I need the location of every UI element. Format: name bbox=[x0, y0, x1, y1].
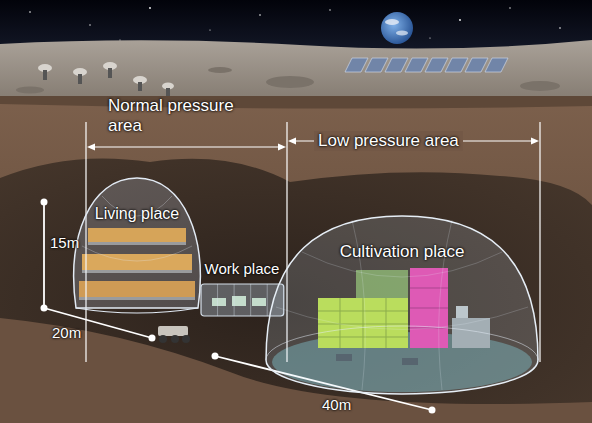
node-label: Living place bbox=[95, 204, 180, 223]
underground-cavern bbox=[0, 158, 592, 423]
dome-ribs bbox=[276, 220, 528, 390]
node-outline bbox=[72, 176, 202, 312]
dome-ribs bbox=[82, 196, 192, 261]
dome-base bbox=[76, 308, 198, 313]
dimension-label: 20m bbox=[52, 324, 81, 342]
rover bbox=[158, 326, 190, 343]
regolith bbox=[0, 96, 592, 423]
antennas bbox=[38, 62, 174, 96]
bracket-arrowheads bbox=[87, 138, 539, 151]
node-label: Work place bbox=[205, 260, 280, 278]
dome-base bbox=[266, 326, 538, 360]
dome-outline bbox=[266, 216, 538, 394]
node-outline bbox=[262, 212, 542, 398]
living-dome: Living place bbox=[72, 176, 202, 312]
earth bbox=[381, 12, 413, 44]
node-label: Cultivation place bbox=[340, 242, 465, 262]
area-label: Low pressure area bbox=[314, 131, 463, 151]
dome-outline bbox=[74, 178, 200, 308]
solar-panels bbox=[345, 58, 508, 72]
dimension-label: 40m bbox=[322, 396, 351, 414]
lunar-surface bbox=[0, 40, 592, 100]
dimension-label: 15m bbox=[50, 234, 79, 252]
cultivation-dome: Cultivation place bbox=[262, 212, 542, 398]
regolith-layer bbox=[0, 96, 592, 109]
stars bbox=[29, 7, 561, 41]
tunnel-ribs bbox=[217, 284, 267, 316]
area-label: Normal pressure area bbox=[108, 96, 258, 137]
